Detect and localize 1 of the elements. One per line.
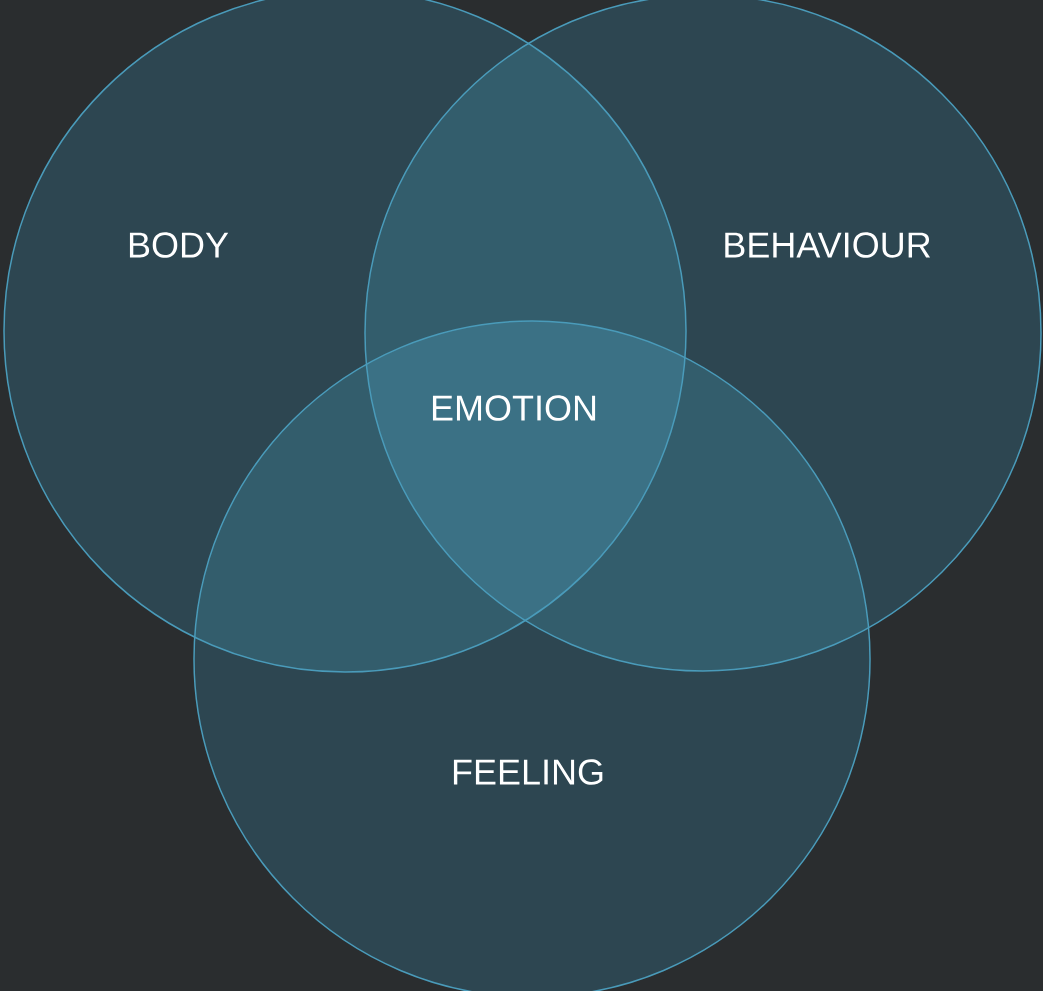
region-label: EMOTION [432, 395, 596, 421]
